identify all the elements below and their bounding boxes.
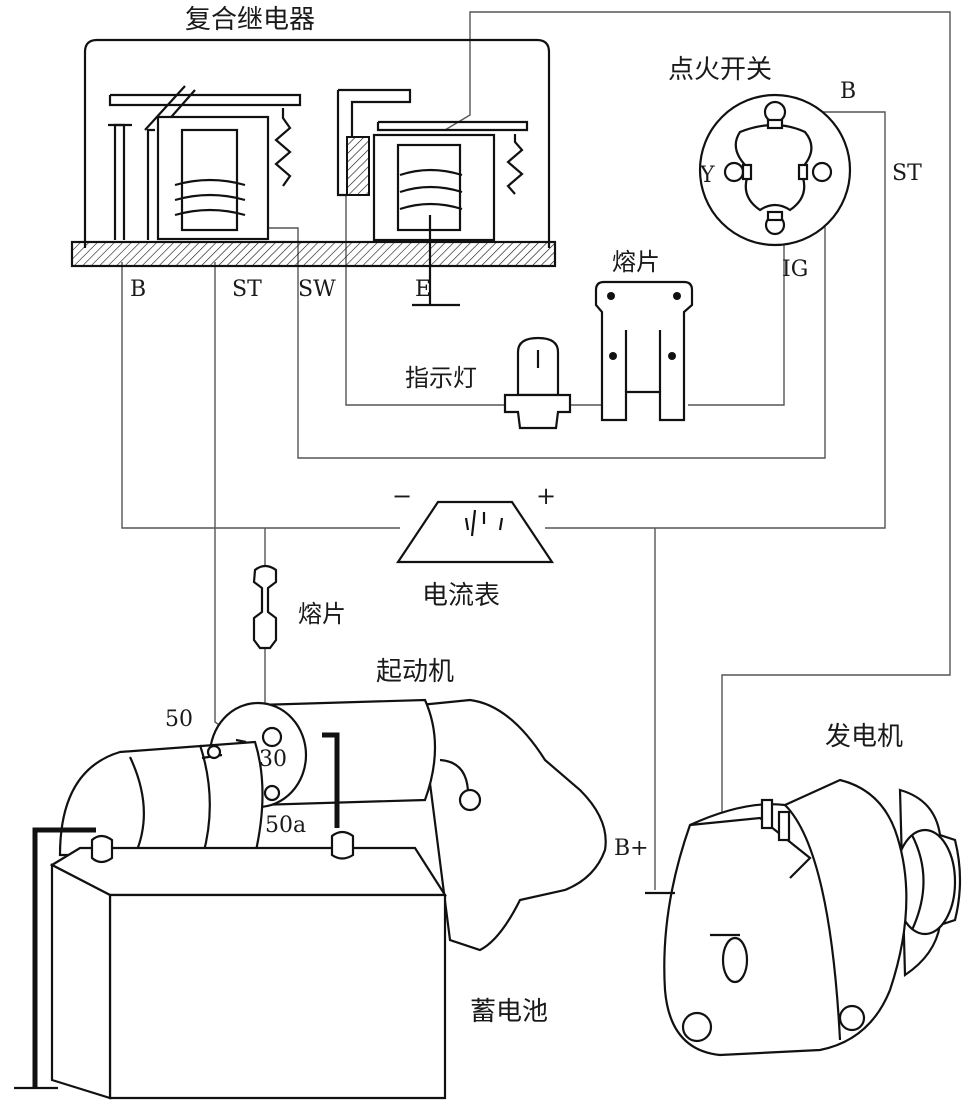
battery-label: 蓄电池 bbox=[470, 997, 548, 1027]
indicator-lamp-label: 指示灯 bbox=[405, 364, 477, 392]
ammeter-needle bbox=[470, 509, 477, 537]
switch-terminal-st: ST bbox=[892, 161, 922, 186]
starter-nose bbox=[418, 698, 607, 952]
relay-terminal-st: ST bbox=[232, 277, 262, 302]
ammeter-plus: + bbox=[536, 482, 556, 510]
starter-label: 起动机 bbox=[376, 657, 454, 687]
fuse-block-top: 熔片 bbox=[594, 248, 694, 422]
switch-terminal-y-knob bbox=[723, 161, 745, 183]
starter-terminal-30-stud bbox=[261, 726, 283, 748]
relay-insulator-block bbox=[346, 136, 370, 196]
switch-terminal-ig: IG bbox=[782, 257, 808, 282]
generator-label: 发电机 bbox=[825, 722, 903, 752]
switch-terminal-b: B bbox=[840, 79, 856, 104]
ignition-switch: 点火开关 B ST IG Y bbox=[668, 55, 922, 282]
relay-left-coil bbox=[174, 178, 246, 217]
starter-solenoid bbox=[256, 698, 437, 807]
switch-terminal-y: Y bbox=[699, 163, 715, 188]
generator: 发电机 B+ bbox=[614, 722, 962, 1057]
ammeter-label: 电流表 bbox=[422, 581, 500, 611]
generator-body bbox=[663, 778, 908, 1057]
ammeter: − + 电流表 bbox=[392, 482, 556, 611]
battery-front bbox=[108, 893, 447, 1100]
starter-terminal-50: 50 bbox=[165, 707, 193, 732]
switch-terminal-st-knob bbox=[811, 161, 833, 183]
relay-right-assembly bbox=[336, 88, 529, 307]
ammeter-minus: − bbox=[392, 482, 412, 510]
ignition-switch-title: 点火开关 bbox=[668, 55, 772, 85]
starter-terminal-50a: 50a bbox=[265, 813, 306, 838]
starter-cable-30 bbox=[322, 732, 340, 828]
ammeter-body bbox=[395, 500, 555, 564]
wire-ammeter-to-switch-b bbox=[545, 111, 886, 529]
starter-motor: 起动机 50 30 50a bbox=[58, 657, 607, 952]
relay-terminal-b: B bbox=[130, 277, 146, 302]
composite-relay: 复合继电器 B ST SW E bbox=[70, 5, 557, 307]
wire-relay-st-to-starter-50 bbox=[214, 262, 241, 741]
starter-housing bbox=[58, 740, 264, 857]
relay-left-assembly bbox=[108, 85, 302, 241]
battery-terminal-negative bbox=[90, 834, 114, 864]
starter-terminal-30: 30 bbox=[259, 747, 287, 772]
fuse-middle: 熔片 bbox=[252, 564, 346, 650]
fuse-middle-label: 熔片 bbox=[298, 600, 346, 628]
relay-terminal-e: E bbox=[415, 277, 431, 302]
relay-title: 复合继电器 bbox=[185, 5, 315, 35]
indicator-lamp: 指示灯 bbox=[405, 336, 572, 430]
fuse-middle-body bbox=[252, 564, 278, 650]
battery-terminal-positive bbox=[330, 830, 355, 860]
wire-relay-sw-to-switch-st bbox=[297, 175, 826, 459]
relay-left-spring bbox=[274, 108, 292, 187]
wire-generator-n-to-relay bbox=[444, 11, 951, 935]
wire-relay-b bbox=[121, 262, 400, 529]
battery: 蓄电池 bbox=[14, 827, 548, 1100]
fuse-top-label: 熔片 bbox=[612, 248, 660, 276]
relay-cover bbox=[83, 38, 551, 248]
battery-ground-cable bbox=[32, 827, 96, 1088]
generator-terminal-bplus: B+ bbox=[614, 836, 649, 861]
wire-fuse-to-switch-ig bbox=[688, 232, 785, 406]
fuse-top-body bbox=[594, 280, 694, 422]
starter-bolt bbox=[458, 788, 482, 812]
relay-terminal-sw: SW bbox=[298, 277, 336, 302]
relay-base-plate bbox=[70, 240, 557, 268]
